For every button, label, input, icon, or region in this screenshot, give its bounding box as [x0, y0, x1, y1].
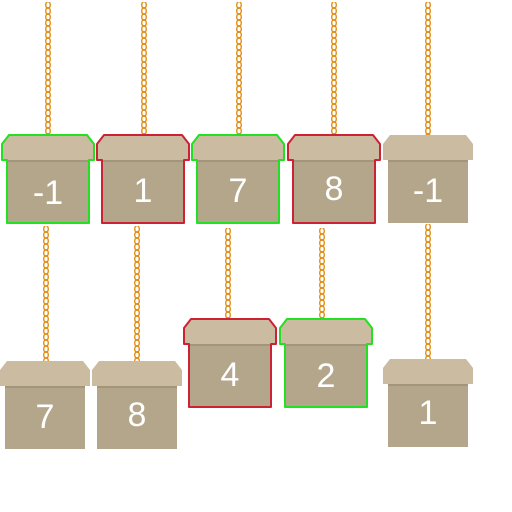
box-value: 2 [316, 357, 336, 395]
chain [43, 226, 49, 368]
box-value: 4 [220, 356, 240, 394]
box[interactable]: 4 [183, 318, 277, 408]
chain [141, 2, 147, 144]
box-value: -1 [32, 174, 64, 212]
chain [45, 2, 51, 144]
chain [331, 2, 337, 144]
box[interactable]: 2 [279, 318, 373, 408]
chain [225, 228, 231, 326]
box-value: 1 [418, 394, 438, 432]
box-value: 8 [127, 396, 147, 434]
box[interactable]: 1 [96, 134, 190, 224]
box-value: 7 [35, 398, 55, 436]
box-value: -1 [412, 172, 444, 210]
box[interactable]: 1 [383, 358, 473, 448]
box[interactable]: 7 [191, 134, 285, 224]
chain [425, 2, 431, 144]
box-value: 1 [133, 172, 153, 210]
box[interactable]: 8 [287, 134, 381, 224]
box[interactable]: -1 [383, 134, 473, 224]
box-value: 8 [324, 170, 344, 208]
chain [425, 224, 431, 366]
box[interactable]: -1 [1, 134, 95, 224]
box[interactable]: 8 [92, 360, 182, 450]
box[interactable]: 7 [0, 360, 90, 450]
chain [319, 228, 325, 326]
box-value: 7 [228, 172, 248, 210]
chain [134, 226, 140, 368]
chain [236, 2, 242, 144]
